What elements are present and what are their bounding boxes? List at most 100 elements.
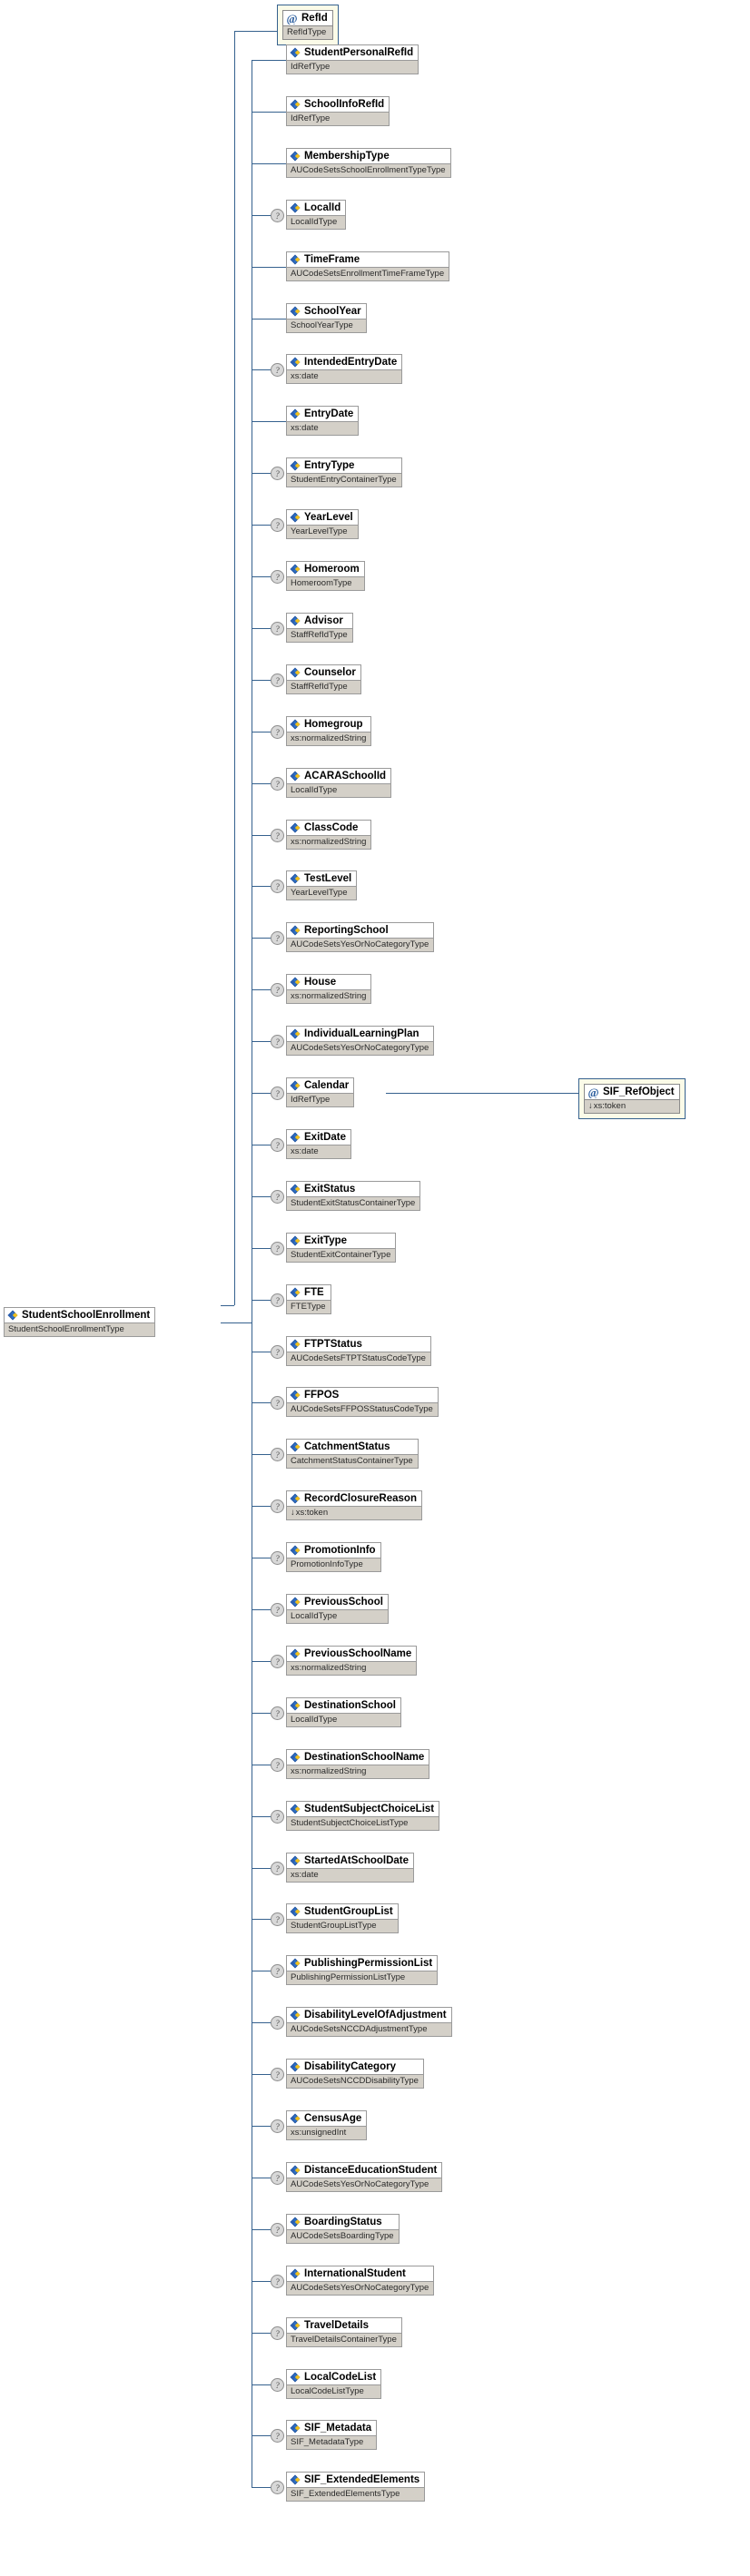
node-name: PreviousSchoolName — [286, 1646, 418, 1662]
optional-question-mark-icon: ? — [271, 2481, 284, 2494]
element-diamond-icon — [290, 873, 301, 884]
element-diamond-icon — [290, 1958, 301, 1969]
node-name: ReportingSchool — [286, 922, 435, 939]
node-type: YearLevelType — [286, 526, 359, 539]
node-name: Counselor — [286, 664, 361, 681]
connector-element-stub — [252, 835, 271, 836]
optional-question-mark-icon: ? — [271, 209, 284, 222]
optional-question-mark-icon: ? — [271, 2326, 284, 2340]
node-name: BoardingStatus — [286, 2214, 400, 2230]
optional-question-mark-icon: ? — [271, 777, 284, 791]
connector-element-stub — [252, 1816, 271, 1817]
connector-element-stub — [252, 319, 286, 320]
element-diamond-icon — [290, 408, 301, 419]
optional-question-mark-icon: ? — [271, 1758, 284, 1772]
connector-element-stub — [252, 783, 271, 784]
optional-question-mark-icon: ? — [271, 1448, 284, 1461]
element-diamond-icon — [290, 1597, 301, 1608]
element-diamond-icon — [290, 1287, 301, 1298]
node-type: AUCodeSetsYesOrNoCategoryType — [286, 2178, 443, 2192]
node-type: AUCodeSetsFFPOSStatusCodeType — [286, 1403, 439, 1417]
optional-question-mark-icon: ? — [271, 1035, 284, 1048]
schema-node-SIF_RefObject[interactable]: @SIF_RefObject↓xs:token — [578, 1078, 686, 1119]
element-diamond-icon — [290, 2268, 301, 2279]
optional-question-mark-icon: ? — [271, 2223, 284, 2237]
optional-question-mark-icon: ? — [271, 983, 284, 997]
schema-node-RecordClosureReason[interactable]: RecordClosureReason↓xs:token — [286, 1490, 422, 1520]
node-type: xs:date — [286, 1869, 415, 1883]
connector-element-stub — [252, 525, 271, 526]
connector-element-stub — [252, 628, 271, 629]
node-type: CatchmentStatusContainerType — [286, 1455, 419, 1469]
connector-element-stub — [252, 369, 271, 370]
element-diamond-icon — [290, 460, 301, 471]
element-diamond-icon — [290, 254, 301, 265]
element-diamond-icon — [290, 1339, 301, 1350]
node-type: StudentSubjectChoiceListType — [286, 1817, 440, 1831]
connector-element-stub — [252, 2384, 271, 2385]
node-type: IdRefType — [286, 61, 419, 74]
node-type: IdRefType — [286, 113, 390, 126]
element-diamond-icon — [290, 2113, 301, 2124]
element-diamond-icon — [290, 2372, 301, 2383]
node-type: AUCodeSetsNCCDAdjustmentType — [286, 2023, 452, 2037]
node-name: Homegroup — [286, 716, 372, 732]
node-type: LocalIdType — [286, 784, 392, 798]
element-diamond-icon — [290, 357, 301, 368]
node-name: ClassCode — [286, 820, 372, 836]
connector-element-stub — [252, 1506, 271, 1507]
optional-question-mark-icon: ? — [271, 518, 284, 532]
connector-element-stub — [252, 2487, 271, 2488]
